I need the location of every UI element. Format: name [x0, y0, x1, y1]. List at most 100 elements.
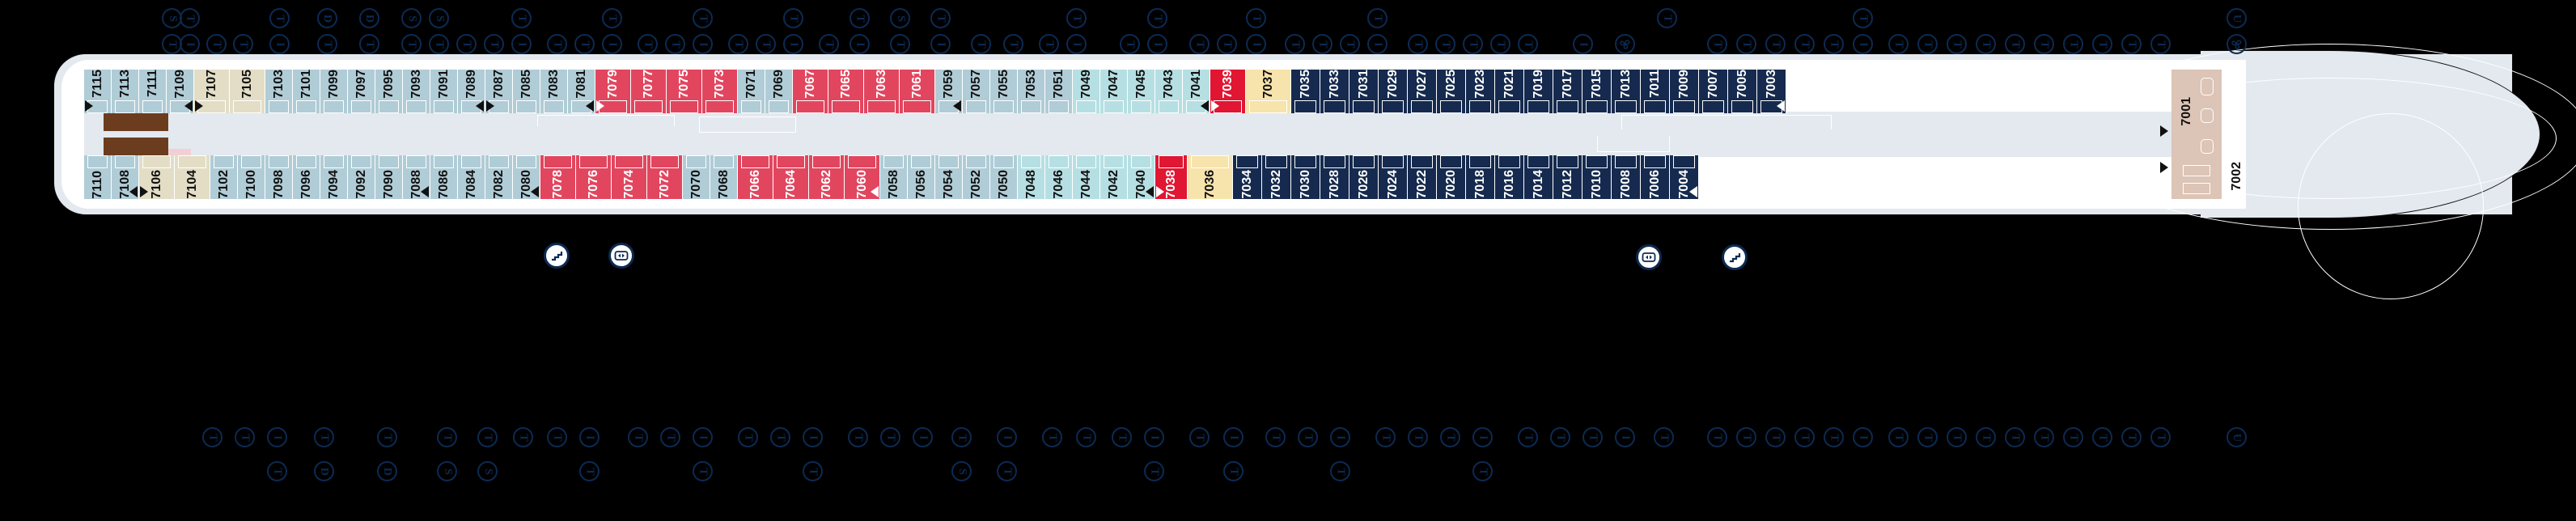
amenity-badge-i-icon[interactable]: I — [930, 34, 951, 54]
amenity-badge-t-icon[interactable]: T — [1976, 34, 1996, 54]
amenity-badge-t-icon[interactable]: T — [314, 427, 334, 447]
amenity-badge-t-icon[interactable]: T — [1435, 34, 1455, 54]
cabin-7038[interactable]: 7038 — [1155, 155, 1188, 199]
cabin-7032[interactable]: 7032 — [1262, 155, 1291, 199]
cabin-7108[interactable]: 7108 — [112, 155, 139, 199]
amenity-badge-i-icon[interactable]: I — [1367, 34, 1388, 54]
cabin-7066[interactable]: 7066 — [738, 155, 773, 199]
amenity-badge-t-icon[interactable]: T — [783, 8, 803, 28]
cabin-7085[interactable]: 7085 — [513, 70, 540, 113]
cabin-7058[interactable]: 7058 — [880, 155, 908, 199]
cabin-7057[interactable]: 7057 — [963, 70, 990, 113]
cabin-7043[interactable]: 7043 — [1155, 70, 1183, 113]
amenity-badge-t-icon[interactable]: T — [1285, 34, 1305, 54]
cabin-7021[interactable]: 7021 — [1495, 70, 1524, 113]
amenity-badge-i-icon[interactable]: I — [1223, 427, 1244, 447]
cabin-7048[interactable]: 7048 — [1018, 155, 1045, 199]
cabin-7011[interactable]: 7011 — [1641, 70, 1670, 113]
cabin-7005[interactable]: 7005 — [1728, 70, 1757, 113]
amenity-badge-t-icon[interactable]: T — [1888, 427, 1909, 447]
cabin-7012[interactable]: 7012 — [1553, 155, 1582, 199]
cabin-7042[interactable]: 7042 — [1100, 155, 1128, 199]
cabin-7031[interactable]: 7031 — [1349, 70, 1379, 113]
amenity-badge-t-icon[interactable]: T — [1312, 34, 1332, 54]
amenity-badge-i-icon[interactable]: I — [1144, 427, 1164, 447]
cabin-7008[interactable]: 7008 — [1612, 155, 1641, 199]
cabin-7078[interactable]: 7078 — [540, 155, 576, 199]
cabin-7087[interactable]: 7087 — [485, 70, 513, 113]
cabin-7047[interactable]: 7047 — [1100, 70, 1128, 113]
amenity-badge-t-icon[interactable]: T — [890, 34, 910, 54]
cabin-7030[interactable]: 7030 — [1291, 155, 1320, 199]
amenity-badge-t-icon[interactable]: T — [1765, 34, 1786, 54]
amenity-badge-t-icon[interactable]: T — [1039, 34, 1059, 54]
cabin-7100[interactable]: 7100 — [238, 155, 265, 199]
cabin-7064[interactable]: 7064 — [773, 155, 809, 199]
cabin-7024[interactable]: 7024 — [1379, 155, 1408, 199]
cabin-7101[interactable]: 7101 — [293, 70, 320, 113]
cabin-7074[interactable]: 7074 — [612, 155, 647, 199]
cabin-7090[interactable]: 7090 — [375, 155, 403, 199]
amenity-badge-t-icon[interactable]: T — [1463, 34, 1483, 54]
amenity-badge-t-icon[interactable]: T — [665, 34, 685, 54]
amenity-badge-t-icon[interactable]: T — [2005, 34, 2025, 54]
amenity-badge-t-icon[interactable]: T — [2034, 34, 2054, 54]
amenity-badge-i-icon[interactable]: I — [803, 427, 823, 447]
amenity-badge-i-icon[interactable]: I — [1472, 427, 1493, 447]
amenity-badge-t-icon[interactable]: T — [359, 34, 379, 54]
amenity-badge-t-icon[interactable]: T — [2150, 34, 2171, 54]
amenity-badge-t-icon[interactable]: T — [1189, 427, 1210, 447]
cabin-7020[interactable]: 7020 — [1437, 155, 1466, 199]
amenity-badge-t-icon[interactable]: T — [1794, 34, 1815, 54]
amenity-badge-t-icon[interactable]: T — [1003, 34, 1023, 54]
amenity-badge-d-icon[interactable]: D — [314, 461, 334, 481]
amenity-badge-t-icon[interactable]: T — [1076, 427, 1096, 447]
amenity-badge-t-icon[interactable]: T — [819, 34, 839, 54]
amenity-badge-t-icon[interactable]: T — [1472, 461, 1493, 481]
amenity-badge-i-icon[interactable]: I — [1147, 34, 1167, 54]
cabin-7093[interactable]: 7093 — [403, 70, 430, 113]
amenity-badge-s-icon[interactable]: S — [437, 461, 457, 481]
amenity-badge-t-icon[interactable]: T — [1824, 427, 1844, 447]
elevator-icon[interactable] — [608, 243, 634, 269]
amenity-badge-t-icon[interactable]: T — [377, 427, 397, 447]
amenity-badge-t-icon[interactable]: T — [401, 34, 422, 54]
amenity-badge-t-icon[interactable]: T — [574, 34, 595, 54]
amenity-badge-t-icon[interactable]: T — [513, 427, 533, 447]
amenity-badge-i-icon[interactable]: I — [849, 34, 870, 54]
amenity-badge-t-icon[interactable]: T — [1794, 427, 1815, 447]
amenity-badge-t-icon[interactable]: T — [180, 8, 200, 28]
amenity-badge-t-icon[interactable]: T — [456, 34, 477, 54]
cabin-7081[interactable]: 7081 — [568, 70, 595, 113]
amenity-badge-d-icon[interactable]: D — [317, 8, 337, 28]
amenity-badge-i-icon[interactable]: I — [693, 34, 713, 54]
cabin-7068[interactable]: 7068 — [710, 155, 738, 199]
cabin-7009[interactable]: 7009 — [1670, 70, 1699, 113]
cabin-7053[interactable]: 7053 — [1018, 70, 1045, 113]
cabin-7056[interactable]: 7056 — [908, 155, 935, 199]
cabin-7102[interactable]: 7102 — [210, 155, 238, 199]
amenity-badge-u-icon[interactable]: U — [2226, 8, 2247, 28]
cabin-7050[interactable]: 7050 — [990, 155, 1018, 199]
amenity-badge-t-icon[interactable]: T — [1765, 427, 1786, 447]
amenity-badge-t-icon[interactable]: T — [429, 34, 449, 54]
cabin-7092[interactable]: 7092 — [348, 155, 375, 199]
amenity-badge-t-icon[interactable]: T — [1223, 461, 1244, 481]
cabin-7027[interactable]: 7027 — [1408, 70, 1437, 113]
amenity-badge-s-icon[interactable]: S — [951, 461, 972, 481]
cabin-7089[interactable]: 7089 — [458, 70, 485, 113]
amenity-badge-i-icon[interactable]: I — [579, 427, 600, 447]
amenity-badge-t-icon[interactable]: T — [1518, 34, 1538, 54]
cabin-7019[interactable]: 7019 — [1524, 70, 1553, 113]
cabin-7105[interactable]: 7105 — [230, 70, 265, 113]
amenity-badge-t-icon[interactable]: T — [1917, 34, 1938, 54]
cabin-7079[interactable]: 7079 — [595, 70, 631, 113]
amenity-badge-t-icon[interactable]: T — [1657, 8, 1677, 28]
cabin-7013[interactable]: 7013 — [1612, 70, 1641, 113]
cabin-7109[interactable]: 7109 — [167, 70, 194, 113]
cabin-7063[interactable]: 7063 — [864, 70, 900, 113]
cabin-7006[interactable]: 7006 — [1641, 155, 1670, 199]
cabin-7115[interactable]: 7115 — [84, 70, 112, 113]
amenity-badge-u-icon[interactable]: U — [2226, 427, 2247, 447]
cabin-7015[interactable]: 7015 — [1582, 70, 1612, 113]
